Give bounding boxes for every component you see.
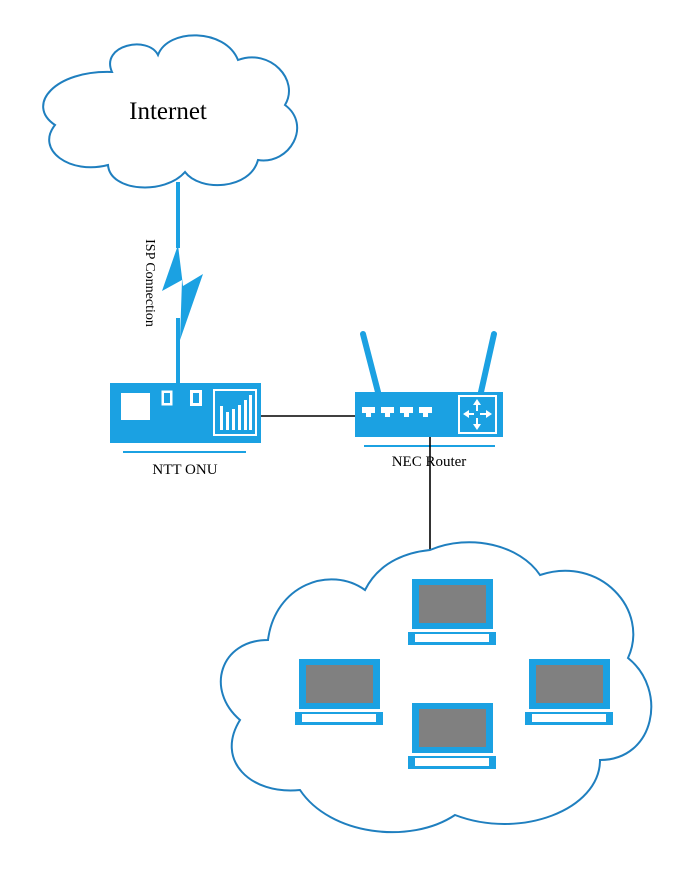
router-arrows-icon [463,399,492,430]
router-antenna-left [360,331,381,395]
laptop-icon [408,703,496,769]
router-device [355,331,503,447]
internet-cloud [42,34,298,189]
onu-device [110,383,261,453]
isp-connection-link [162,182,203,383]
onu-panel [121,393,150,420]
internet-label: Internet [129,98,207,125]
onu-label: NTT ONU [152,462,217,478]
router-label: NEC Router [392,454,467,470]
signal-bars-icon [220,395,252,430]
isp-connection-label: ISP Connection [142,239,157,327]
router-ports [362,407,432,417]
lightning-bolt-icon [162,245,203,340]
lan-cloud [219,541,653,834]
laptop-icon [295,659,383,725]
router-antenna-right [478,331,497,395]
laptop-icon [525,659,613,725]
laptop-icon [408,579,496,645]
